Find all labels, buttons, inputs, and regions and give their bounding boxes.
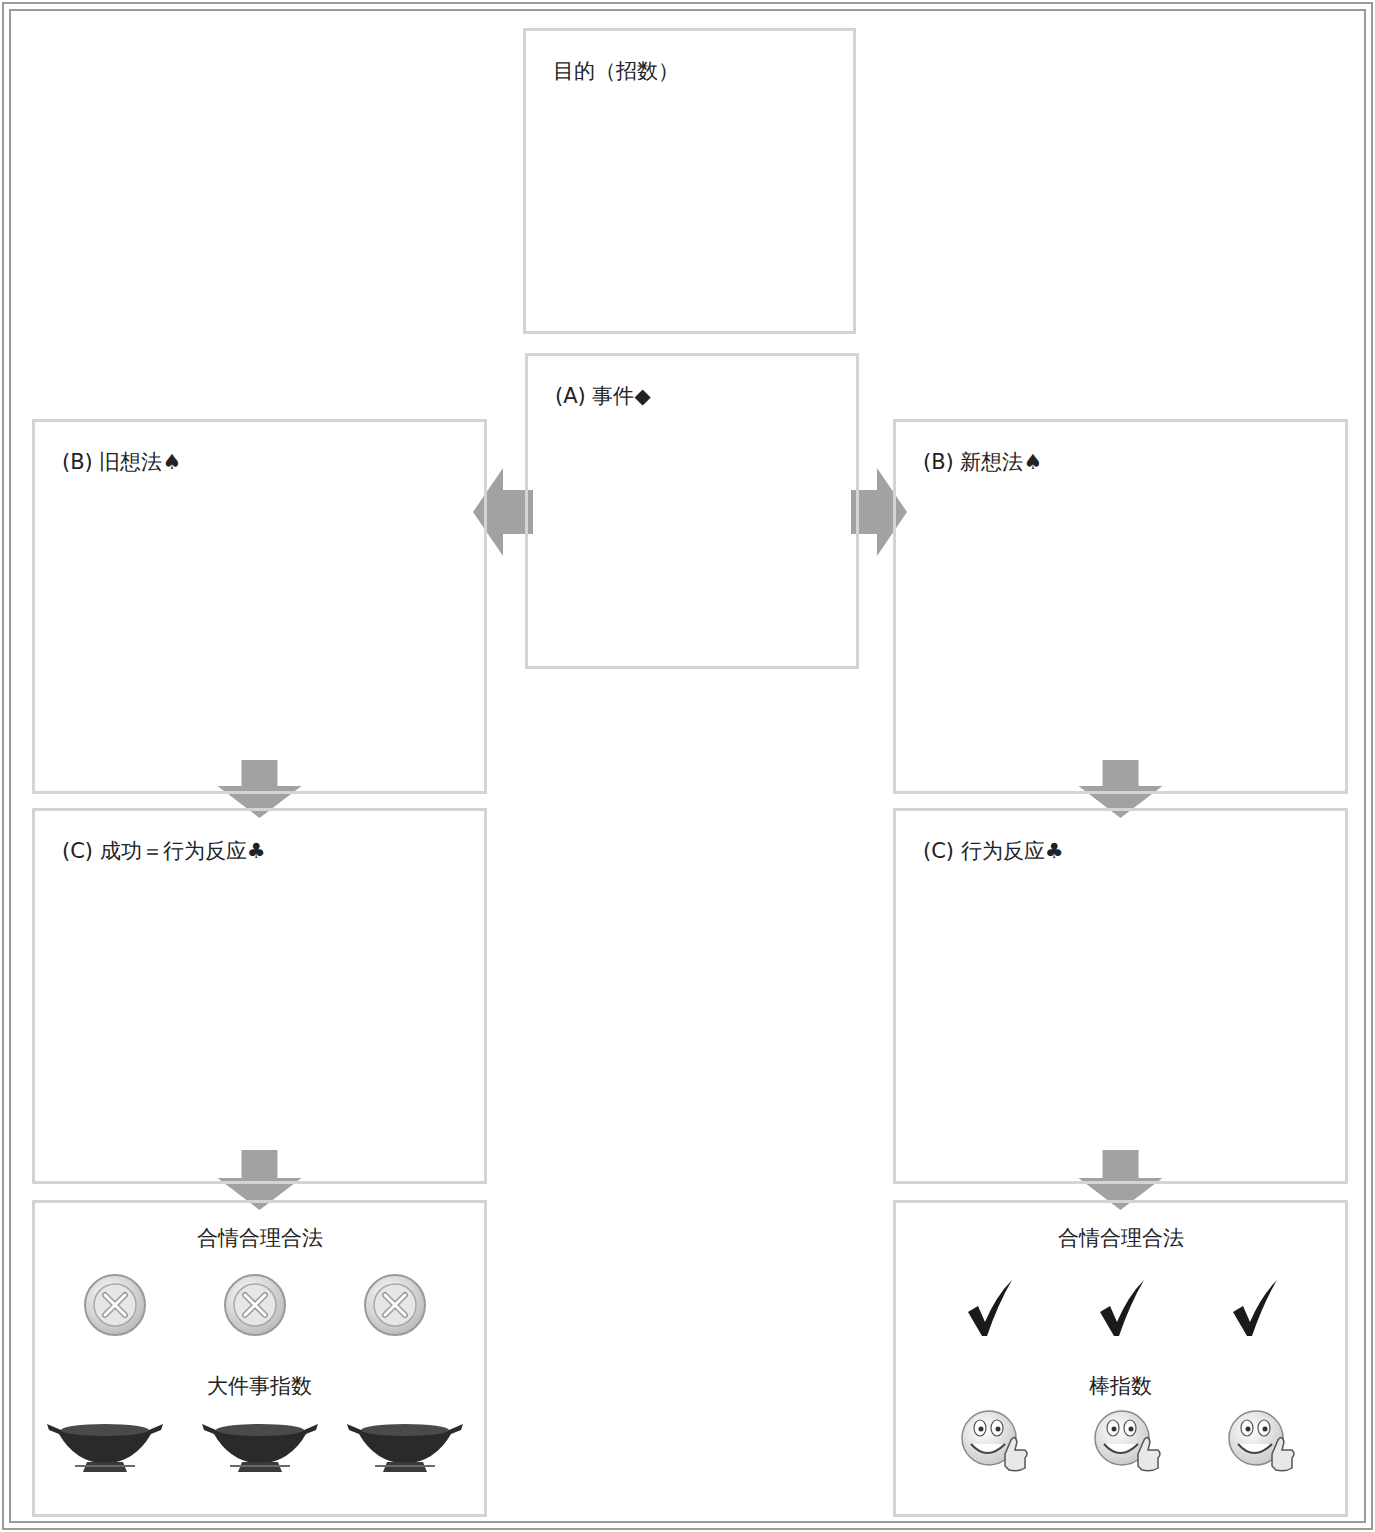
rating-box: 合情合理合法大件事指数	[32, 1200, 487, 1517]
block-arrow	[851, 468, 907, 556]
inner-frame	[9, 9, 1366, 1523]
goal-box: 目的（招数）	[523, 28, 856, 334]
old-thought-box: (B) 旧想法♠	[32, 419, 487, 794]
box-subheading: 棒指数	[1089, 1373, 1152, 1400]
arrow-shape	[851, 468, 907, 556]
box-heading: 合情合理合法	[1058, 1225, 1184, 1252]
box-heading: 合情合理合法	[197, 1225, 323, 1252]
block-arrow	[473, 468, 533, 556]
box-heading: (C) 行为反应♣	[923, 838, 1318, 865]
box-heading: (B) 新想法♠	[923, 449, 1318, 476]
box-heading: 目的（招数）	[553, 58, 826, 85]
old-behavior-box: (C) 成功＝行为反应♣	[32, 808, 487, 1184]
box-heading: (C) 成功＝行为反应♣	[62, 838, 457, 865]
box-heading: (B) 旧想法♠	[62, 449, 457, 476]
new-thought-box: (B) 新想法♠	[893, 419, 1348, 794]
rating-box: 合情合理合法棒指数	[893, 1200, 1348, 1517]
arrow-shape	[473, 468, 533, 556]
new-behavior-box: (C) 行为反应♣	[893, 808, 1348, 1184]
box-subheading: 大件事指数	[207, 1373, 312, 1400]
event-box: (A) 事件◆	[525, 353, 859, 669]
box-heading: (A) 事件◆	[555, 383, 829, 410]
